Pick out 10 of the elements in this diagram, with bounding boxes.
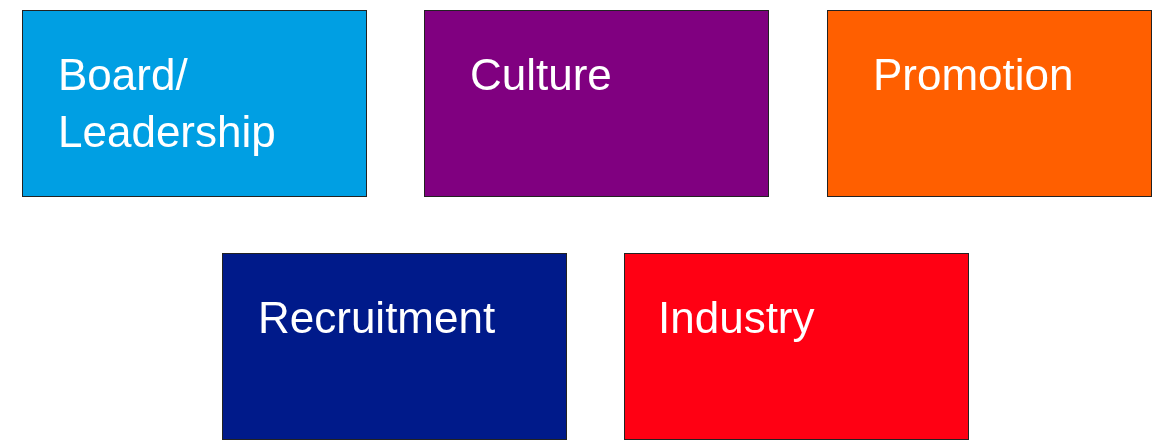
category-box — [827, 10, 1152, 197]
category-box — [424, 10, 769, 197]
box-label: Recruitment — [258, 292, 496, 344]
box-label: Industry — [658, 292, 815, 344]
box-label: Culture — [470, 49, 612, 101]
category-box — [22, 10, 367, 197]
category-box — [624, 253, 969, 440]
box-label: Board/ Leadership — [58, 49, 277, 159]
box-label: Promotion — [873, 49, 1074, 101]
category-box — [222, 253, 567, 440]
